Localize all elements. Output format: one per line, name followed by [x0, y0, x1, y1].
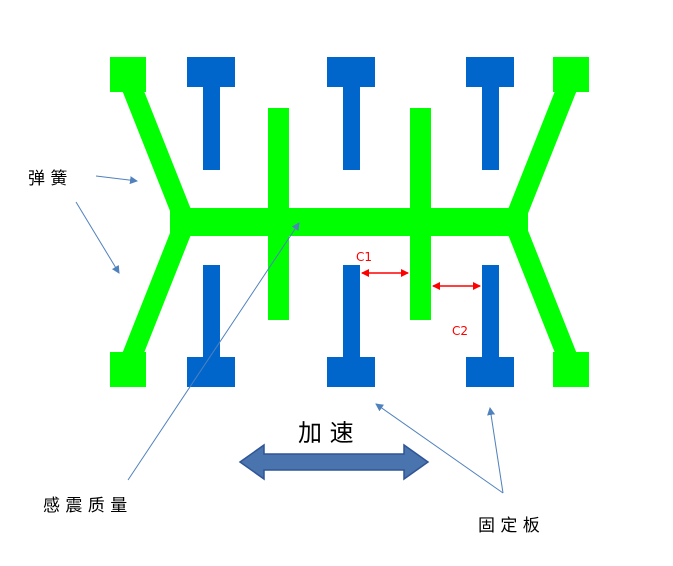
fixed-plate-bottom-1 — [187, 265, 235, 387]
c1-label: C1 — [356, 250, 372, 264]
spring-leader-1 — [95, 175, 138, 185]
fixed-plate-top-1 — [187, 57, 235, 170]
fixed-plate-leader-2 — [487, 407, 504, 494]
fixed-plate-bottom-3 — [466, 265, 514, 387]
mass-finger-1 — [268, 108, 289, 320]
fixed-plate-bottom-2 — [327, 265, 375, 387]
fixed-plate-leader-1 — [375, 403, 504, 494]
c2-label: C2 — [452, 324, 468, 338]
acceleration-arrow — [238, 443, 430, 481]
spring-top-left — [122, 86, 192, 216]
fixed-plate-top-3 — [466, 57, 514, 170]
anchor-top-right — [553, 57, 589, 92]
anchor-top-left — [110, 57, 146, 92]
spring-bottom-right — [507, 228, 577, 358]
spring-top-right — [507, 86, 577, 216]
mass-beam — [170, 208, 528, 236]
mass-finger-2 — [410, 108, 431, 320]
fixed-plates — [187, 57, 514, 387]
leader-lines — [75, 175, 504, 494]
anchor-bottom-left — [110, 352, 146, 387]
spring-leader-2 — [75, 201, 120, 274]
anchor-bottom-right — [553, 352, 589, 387]
fixed-plate-label: 固 定 板 — [478, 516, 540, 536]
proof-mass-leader — [127, 222, 300, 481]
acceleration-label: 加 速 — [298, 419, 354, 447]
proof-mass-structure — [110, 57, 589, 387]
proof-mass-label: 感 震 质 量 — [43, 496, 127, 516]
fixed-plate-top-2 — [327, 57, 375, 170]
spring-label: 弹 簧 — [28, 169, 67, 189]
spring-bottom-left — [122, 228, 192, 358]
